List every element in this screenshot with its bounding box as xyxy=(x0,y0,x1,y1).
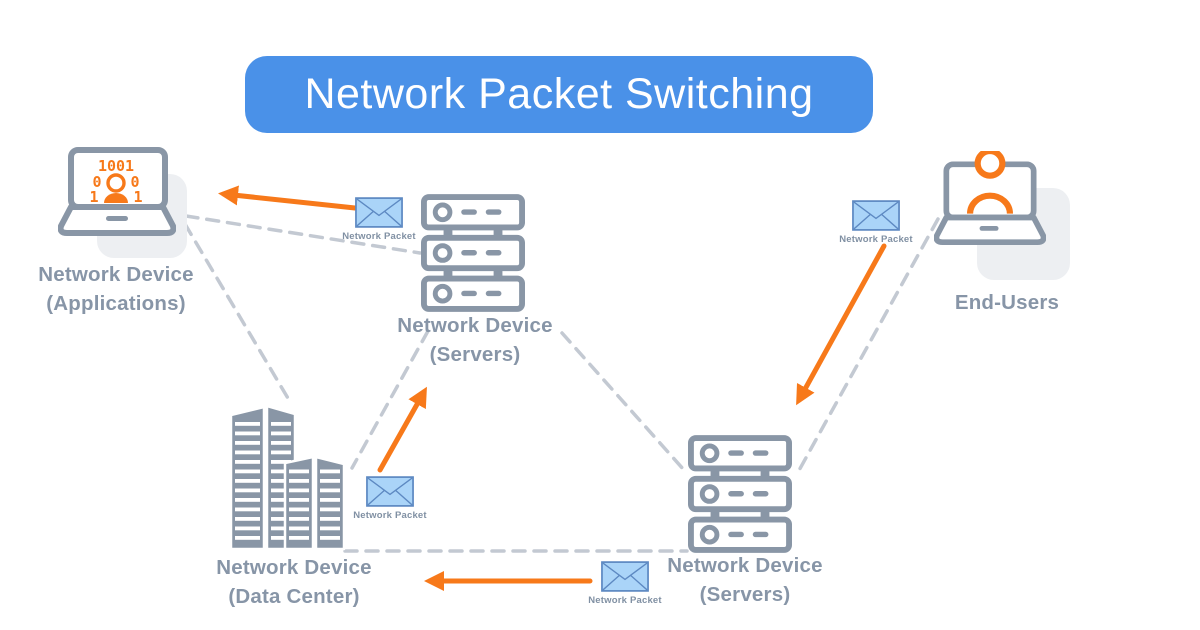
person-body-icon xyxy=(104,193,128,203)
applications-label: Network Device (Applications) xyxy=(16,261,216,318)
page-title: Network Packet Switching xyxy=(304,70,814,118)
servers-top-label-line1: Network Device xyxy=(397,314,553,337)
applications-label-line2: (Applications) xyxy=(46,291,186,315)
data-center-label: Network Device (Data Center) xyxy=(192,554,396,611)
person-body-icon xyxy=(966,192,1014,214)
link-applications-to-servers-top xyxy=(184,214,422,255)
title-banner: Network Packet Switching xyxy=(245,56,873,133)
packet-top-left: Network Packet xyxy=(324,197,434,242)
link-servers-top-to-data-center xyxy=(350,329,430,470)
code-row3-right: 1 xyxy=(133,188,142,206)
packet-label: Network Packet xyxy=(342,231,416,242)
packet-middle-left: Network Packet xyxy=(335,476,445,521)
servers-bottom-label-line1: Network Device xyxy=(667,554,823,577)
code-row2-left: 0 xyxy=(92,173,101,191)
laptop-end-users-icon xyxy=(934,151,1046,246)
packet-arrow-to-applications xyxy=(218,185,358,211)
server-stack-bottom-icon xyxy=(688,435,792,553)
servers-top-label: Network Device (Servers) xyxy=(377,312,573,369)
servers-top-label-line2: (Servers) xyxy=(429,342,521,366)
servers-bottom-label: Network Device (Servers) xyxy=(645,552,845,609)
person-head-icon xyxy=(974,151,1006,179)
server-stack-top-icon xyxy=(421,194,525,312)
code-row3-left: 1 xyxy=(89,188,98,206)
person-head-icon xyxy=(106,173,126,193)
data-center-label-line2: (Data Center) xyxy=(228,584,360,608)
data-center-label-line1: Network Device xyxy=(216,556,372,579)
envelope-icon xyxy=(355,197,403,228)
code-row1: 1001 xyxy=(98,157,134,175)
packet-arrow-to-servers-top xyxy=(377,386,427,473)
link-servers-top-to-servers-bottom xyxy=(560,331,686,472)
packet-bottom: Network Packet xyxy=(570,561,680,606)
binary-code-screen: 1001 0 0 1 1 xyxy=(89,157,142,206)
end-users-label-line1: End-Users xyxy=(954,291,1060,314)
envelope-icon xyxy=(852,200,900,231)
link-applications-to-data-center xyxy=(183,222,291,402)
packet-label: Network Packet xyxy=(839,234,913,245)
servers-bottom-label-line2: (Servers) xyxy=(699,582,791,606)
code-row2-right: 0 xyxy=(130,173,139,191)
packet-arrow-to-servers-bottom xyxy=(796,243,887,406)
link-end-users-to-servers-bottom xyxy=(795,217,940,476)
packet-top-right: Network Packet xyxy=(821,200,931,245)
data-center-buildings-icon xyxy=(229,404,346,551)
applications-label-line1: Network Device xyxy=(38,263,194,286)
envelope-icon xyxy=(601,561,649,592)
packet-label: Network Packet xyxy=(353,510,427,521)
end-users-label: End-Users xyxy=(928,289,1086,318)
packet-label: Network Packet xyxy=(588,595,662,606)
laptop-applications-icon: 1001 0 0 1 1 xyxy=(58,147,176,236)
envelope-icon xyxy=(366,476,414,507)
